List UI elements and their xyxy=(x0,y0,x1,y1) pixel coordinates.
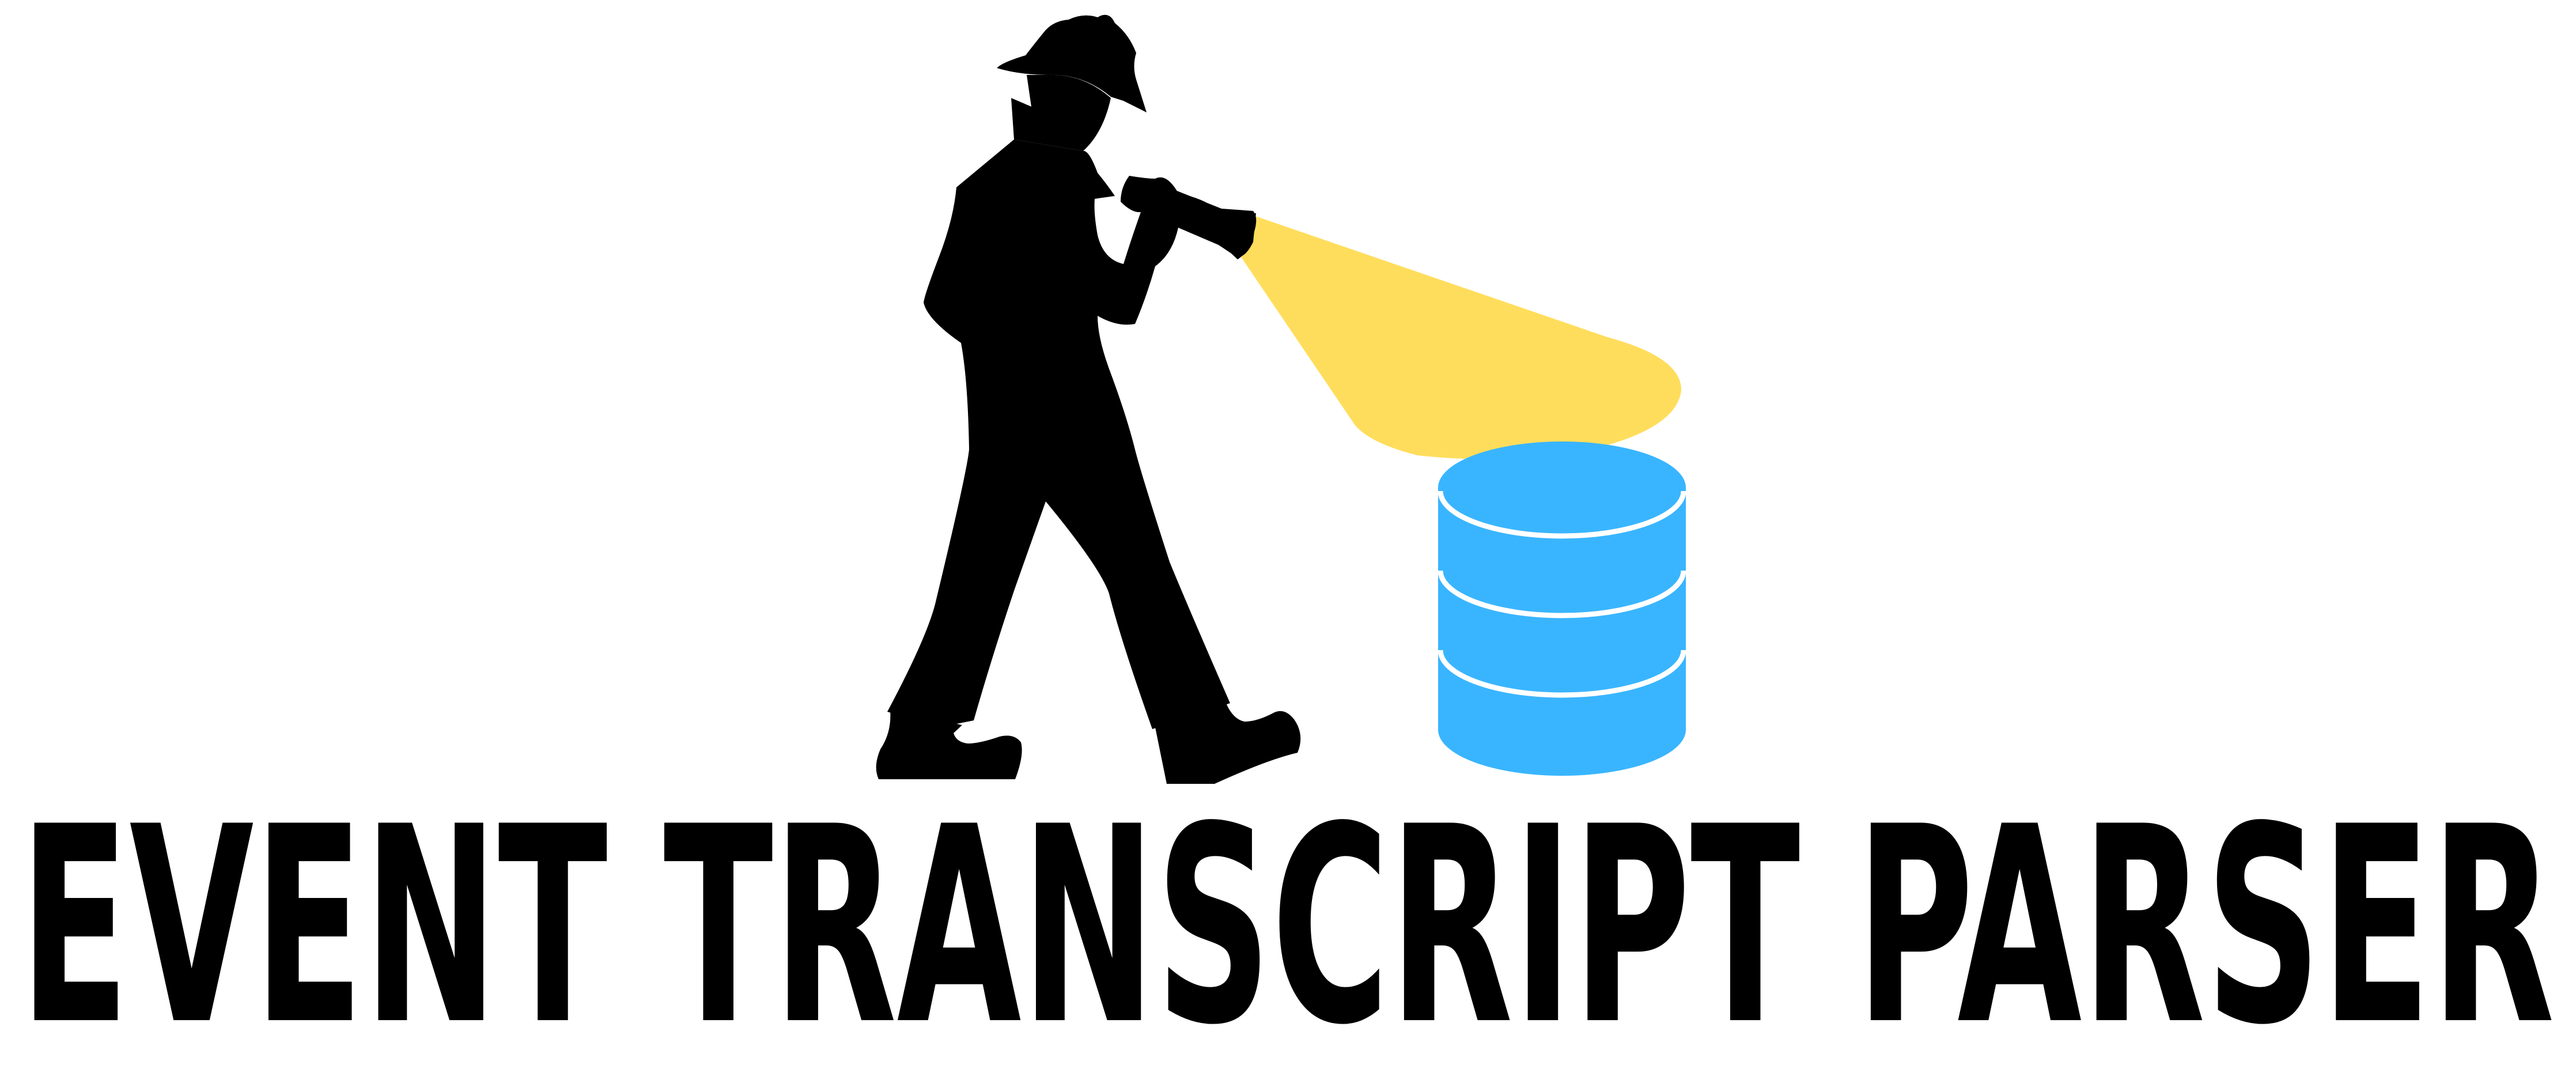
logo-wordmark: EVENT TRANSCRIPT PARSER xyxy=(20,795,2555,1037)
logo-illustration xyxy=(876,14,1686,784)
page-title: EVENT TRANSCRIPT PARSER xyxy=(20,795,2555,1037)
database-stack-icon xyxy=(1438,441,1686,776)
detective-with-flashlight-icon xyxy=(876,14,1301,784)
light-beam-icon xyxy=(1239,214,1682,459)
